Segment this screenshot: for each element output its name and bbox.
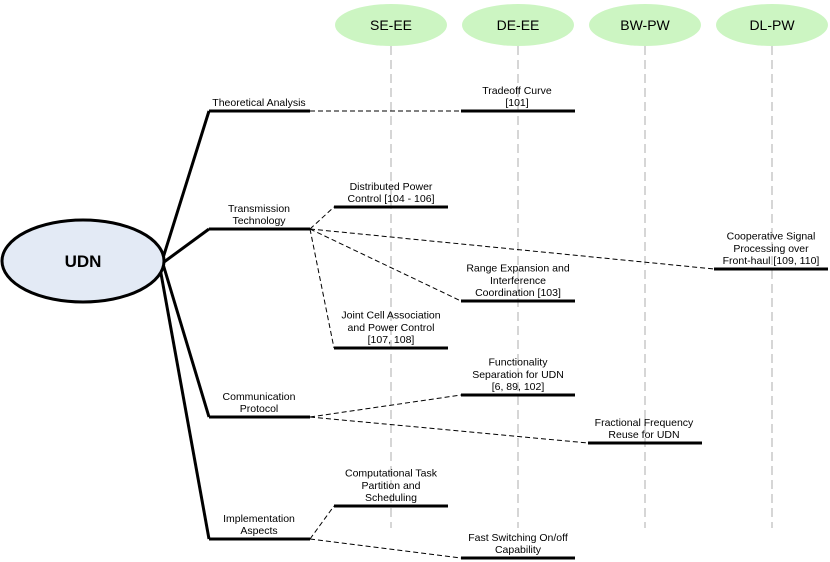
root-to-implementation-aspects-connector xyxy=(158,267,211,540)
leaf-label-tradeoff-curve-101: Tradeoff Curve[101] xyxy=(482,85,552,109)
dashed-link-computational-task-partition-and-schedul xyxy=(309,505,335,540)
root-to-communication-protocol-connector xyxy=(161,263,211,418)
root-to-transmission-technology-connector xyxy=(163,227,210,264)
branch-label-theoretical-analysis: Theoretical Analysis xyxy=(212,97,305,109)
dashed-link-fractional-frequency-reuse-for-udn xyxy=(309,416,589,444)
dashed-link-functionality-separation-for-udn-6-89-10 xyxy=(309,394,462,418)
root-to-theoretical-analysis-connector xyxy=(161,110,211,259)
dashed-link-range-expansion-and-interference-coordin xyxy=(309,228,462,302)
column-header-se-ee xyxy=(335,4,447,46)
dashed-link-fast-switching-on-off-capability xyxy=(309,538,462,559)
column-header-dl-pw xyxy=(716,4,828,46)
dashed-link-distributed-power-control-104-106 xyxy=(309,206,335,230)
dashed-link-joint-cell-association-and-power-control xyxy=(309,228,335,349)
column-header-bw-pw xyxy=(589,4,701,46)
column-header-label: BW-PW xyxy=(620,17,670,33)
column-header-label: DL-PW xyxy=(749,17,795,33)
dashed-link-cooperative-signal-processing-over-front xyxy=(309,228,715,270)
root-ellipse xyxy=(0,218,166,304)
column-headers-layer: SE-EE DE-EE BW-PW DL-PW xyxy=(335,4,828,528)
column-header-de-ee xyxy=(462,4,574,46)
root-node: UDN xyxy=(0,218,166,304)
root-label: UDN xyxy=(65,252,102,271)
column-header-label: SE-EE xyxy=(370,17,412,33)
column-header-label: DE-EE xyxy=(497,17,540,33)
connector-lines-layer xyxy=(158,110,715,559)
